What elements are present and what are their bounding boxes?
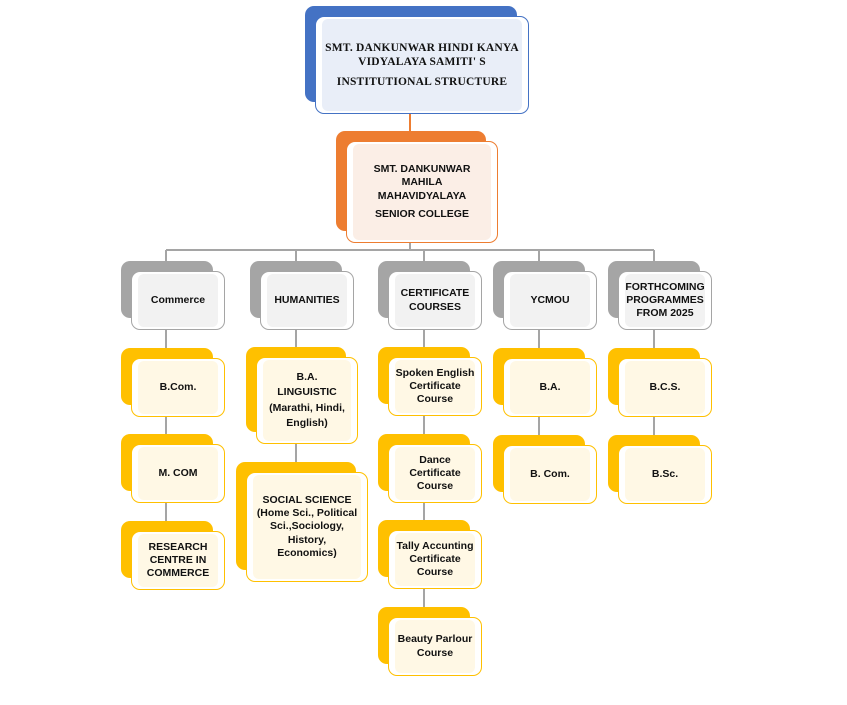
title-node: SMT. DANKUNWAR HINDI KANYA VIDYALAYA SAM… — [305, 6, 529, 114]
branch-label: FORTHCOMING PROGRAMMES FROM 2025 — [625, 280, 705, 320]
item-dance-certificate: Dance Certificate Course — [378, 434, 482, 503]
item-label: B.Com. — [159, 380, 197, 393]
branch-certificate-courses: CERTIFICATE COURSES — [378, 261, 482, 330]
branch-humanities: HUMANITIES — [250, 261, 354, 330]
item-label: B. Com. — [530, 467, 570, 480]
branch-label: CERTIFICATE COURSES — [400, 287, 470, 313]
item-label: RESEARCH CENTRE IN COMMERCE — [146, 540, 210, 580]
item-label: M. COM — [158, 466, 198, 479]
item-label: Spoken English Certificate Course — [395, 366, 475, 406]
title-line-2: VIDYALAYA SAMITI' S — [358, 56, 486, 69]
college-line-1: SMT. DANKUNWAR MAHILA — [373, 163, 471, 189]
branch-label: HUMANITIES — [274, 293, 340, 306]
branch-label: YCMOU — [530, 293, 570, 306]
item-label: B.Sc. — [651, 467, 679, 480]
item-label: B.A. LINGUISTIC (Marathi, Hindi, English… — [269, 371, 345, 429]
item-ycmou-bcom: B. Com. — [493, 435, 597, 504]
item-tally-certificate: Tally Accunting Certificate Course — [378, 520, 482, 589]
item-ycmou-ba: B.A. — [493, 348, 597, 417]
item-bcs: B.C.S. — [608, 348, 712, 417]
item-label: B.A. — [539, 380, 561, 393]
item-bcom: B.Com. — [121, 348, 225, 417]
branch-label: Commerce — [150, 293, 206, 306]
item-mcom: M. COM — [121, 434, 225, 503]
item-bsc: B.Sc. — [608, 435, 712, 504]
item-label: Beauty Parlour Course — [397, 633, 473, 659]
branch-ycmou: YCMOU — [493, 261, 597, 330]
item-label: Tally Accunting Certificate Course — [396, 539, 474, 579]
college-node: SMT. DANKUNWAR MAHILA MAHAVIDYALAYA SENI… — [336, 131, 498, 243]
item-label: B.C.S. — [649, 380, 681, 393]
item-label: SOCIAL SCIENCE (Home Sci., Political Sci… — [256, 494, 358, 559]
college-line-3: SENIOR COLLEGE — [375, 207, 469, 220]
item-social-science: SOCIAL SCIENCE (Home Sci., Political Sci… — [236, 462, 368, 582]
item-ba-linguistic: B.A. LINGUISTIC (Marathi, Hindi, English… — [246, 347, 358, 444]
item-label: Dance Certificate Course — [409, 453, 461, 493]
branch-forthcoming-programmes: FORTHCOMING PROGRAMMES FROM 2025 — [608, 261, 712, 330]
title-line-3: INSTITUTIONAL STRUCTURE — [336, 75, 508, 88]
branch-commerce: Commerce — [121, 261, 225, 330]
item-research-centre: RESEARCH CENTRE IN COMMERCE — [121, 521, 225, 590]
item-spoken-english: Spoken English Certificate Course — [378, 347, 482, 416]
item-beauty-parlour: Beauty Parlour Course — [378, 607, 482, 676]
title-line-1: SMT. DANKUNWAR HINDI KANYA — [325, 41, 519, 54]
college-line-2: MAHAVIDYALAYA — [377, 189, 467, 202]
